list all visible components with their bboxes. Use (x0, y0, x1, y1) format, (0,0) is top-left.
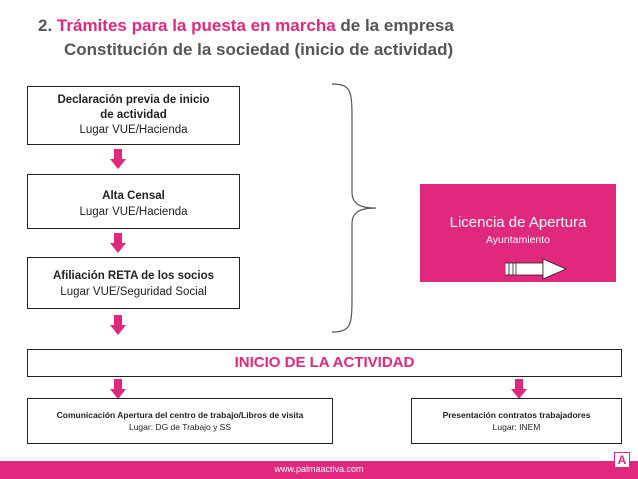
title-highlight: Trámites para la puesta en marcha (56, 16, 336, 35)
down-arrow-icon (110, 149, 126, 169)
footer-bar: www.palmaactiva.com (0, 461, 638, 479)
step-declaracion-title-1: Declaración previa de inicio (57, 94, 210, 106)
inicio-actividad-bar: INICIO DE LA ACTIVIDAD (27, 349, 622, 377)
comunicacion-apertura-place: Lugar: DG de Trabajo y SS (128, 422, 232, 432)
step-afiliacion-box: Afiliación RETA de los socios Lugar VUE/… (27, 257, 240, 309)
page-title: 2. Trámites para la puesta en marcha de … (38, 14, 454, 37)
presentacion-contratos-place: Lugar: INEM (492, 422, 541, 432)
step-alta-censal-box: Alta Censal Lugar VUE/Hacienda (27, 174, 240, 229)
comunicacion-apertura-title: Comunicación Apertura del centro de trab… (56, 410, 304, 420)
page-subtitle: Constitución de la sociedad (inicio de a… (64, 40, 454, 59)
step-afiliacion-place: Lugar VUE/Seguridad Social (60, 286, 207, 298)
footer-url[interactable]: www.palmaactiva.com (274, 464, 364, 474)
licencia-title: Licencia de Apertura (449, 214, 587, 231)
step-alta-censal-place: Lugar VUE/Hacienda (79, 206, 188, 218)
title-number: 2. (38, 16, 53, 35)
step-afiliacion-title: Afiliación RETA de los socios (52, 270, 215, 282)
step-declaracion-title-2: de actividad (100, 109, 167, 121)
down-arrow-icon (511, 379, 527, 399)
licencia-subtitle: Ayuntamiento (485, 234, 550, 246)
right-brace-icon (331, 83, 377, 333)
step-alta-censal-title: Alta Censal (102, 190, 165, 202)
presentacion-contratos-box: Presentación contratos trabajadores Luga… (411, 398, 622, 444)
step-declaracion-place: Lugar VUE/Hacienda (79, 124, 188, 136)
right-arrow-icon (505, 258, 567, 280)
step-declaracion-box: Declaración previa de inicio de activida… (27, 86, 240, 145)
down-arrow-icon (110, 379, 126, 399)
down-arrow-icon (110, 315, 126, 335)
presentacion-contratos-title: Presentación contratos trabajadores (442, 410, 591, 420)
down-arrow-icon (110, 233, 126, 253)
title-rest: de la empresa (335, 16, 454, 35)
comunicacion-apertura-box: Comunicación Apertura del centro de trab… (27, 398, 333, 444)
palma-activa-logo-icon: A (614, 452, 630, 468)
logo-letter: A (617, 453, 627, 467)
